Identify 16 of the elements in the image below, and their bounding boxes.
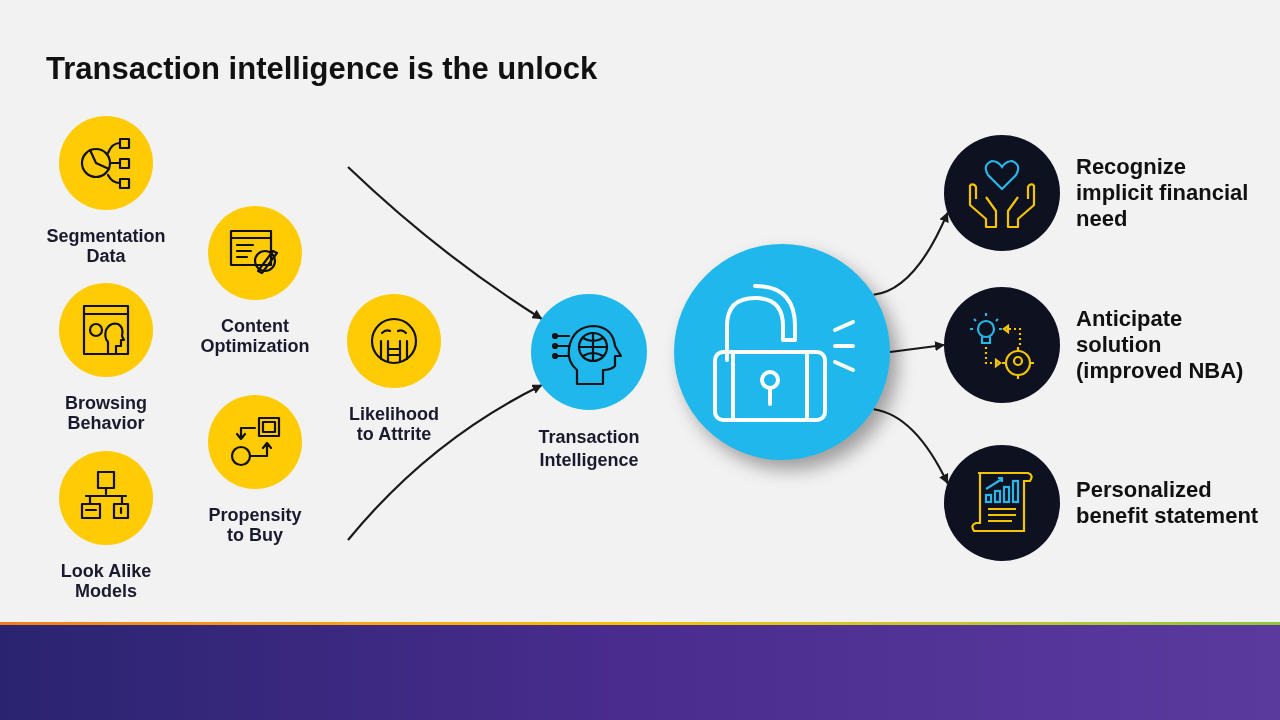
node-label: Propensity to Buy [207,505,303,545]
node-label: Content Optimization [199,316,311,356]
node-label: Segmentation Data [45,226,167,266]
node-label: Browsing Behavior [64,393,148,433]
node-label: Likelihood to Attrite [348,404,440,444]
arrow [873,408,949,485]
outcome-label: Recognize implicit financial need [1076,154,1250,232]
arrow [347,384,543,541]
slide-title: Transaction intelligence is the unlock [46,50,598,88]
arrow [889,341,945,354]
outcome-label: Anticipate solution (improved NBA) [1076,306,1245,384]
arrow [873,211,949,296]
arrow [347,166,543,320]
node-label: Look Alike Models [59,561,153,601]
node-label: Transaction Intelligence [537,426,641,472]
outcome-label: Personalized benefit statement [1076,477,1260,529]
